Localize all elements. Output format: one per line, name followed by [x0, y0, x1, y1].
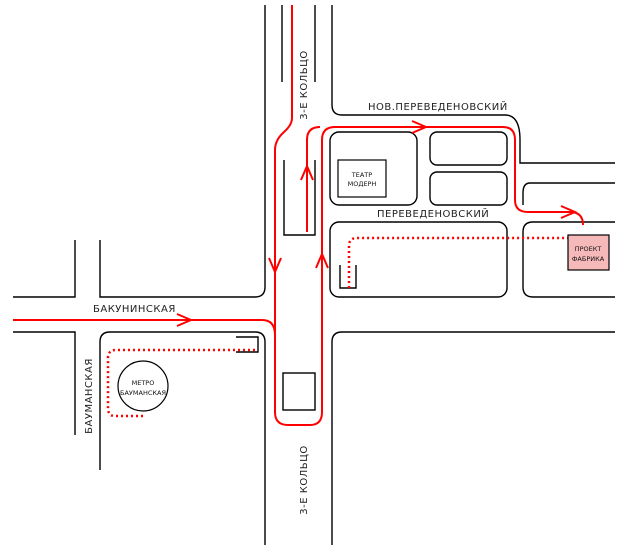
street-label-perevedenovsky: ПЕРЕВЕДЕНОВСКИЙ: [377, 207, 489, 220]
metro-label-1: МЕТРО: [132, 379, 155, 387]
theatre-label-2: МОДЕРН: [348, 180, 377, 188]
theatre-modern: ТЕАТР МОДЕРН: [337, 159, 387, 198]
destination-proekt-fabrika: ПРОЕКТ ФАБРИКА: [567, 234, 610, 271]
street-label-ring-north: 3-Е КОЛЬЦО: [299, 50, 310, 119]
street-label-nov-perevedenovsky: НОВ.ПЕРЕВЕДЕНОВСКИЙ: [368, 100, 508, 113]
street-label-ring-south: 3-Е КОЛЬЦО: [299, 445, 310, 514]
driving-route: [13, 5, 584, 426]
metro-baumanskaya: МЕТРО БАУМАНСКАЯ: [117, 360, 169, 412]
destination-label-2: ФАБРИКА: [572, 255, 605, 263]
destination-label-1: ПРОЕКТ: [575, 245, 602, 253]
metro-label-2: БАУМАНСКАЯ: [120, 389, 166, 397]
block-theatre: [329, 131, 418, 206]
theatre-label-1: ТЕАТР: [351, 171, 372, 179]
street-label-baumanskaya: БАУМАНСКАЯ: [84, 358, 95, 434]
building: [282, 372, 316, 411]
street-label-bakuninskaya: БАКУНИНСКАЯ: [93, 304, 176, 315]
walking-route: [106, 236, 588, 418]
street-outlines: [13, 5, 615, 545]
